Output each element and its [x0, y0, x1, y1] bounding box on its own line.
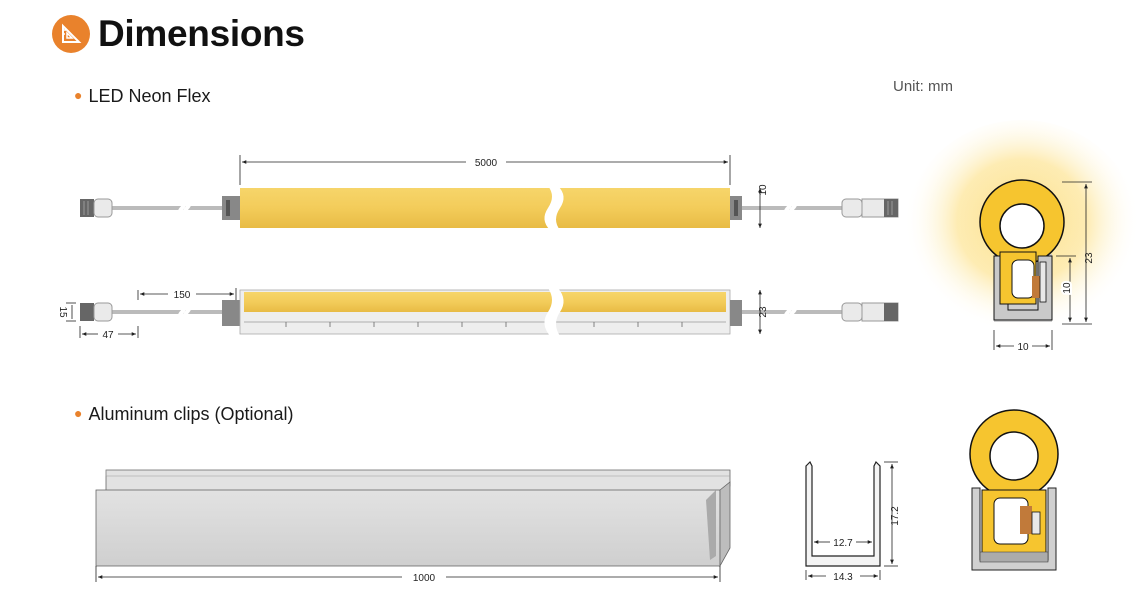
dim-strip-length: 5000: [475, 158, 498, 169]
neon-profile-cross-section: 23 10 10: [904, 120, 1140, 353]
dim-clip-length: 1000: [413, 573, 436, 584]
dim-strip-height: 10: [758, 184, 769, 196]
dim-profile-height: 23: [1084, 252, 1095, 264]
left-connector-icon: [80, 198, 113, 218]
unit-label: Unit: mm: [893, 78, 953, 95]
dim-connector-length: 47: [102, 330, 114, 341]
dim-profile-inner-height: 10: [1062, 282, 1073, 294]
section-label: LED Neon Flex: [88, 86, 211, 106]
right-connector-icon: [841, 198, 899, 218]
section-led-neon-flex: ● LED Neon Flex: [74, 86, 211, 107]
aluminum-clip-3d: 1000: [95, 469, 731, 584]
dim-clip-height: 17.2: [890, 506, 901, 526]
dim-connector-height: 15: [57, 306, 68, 318]
dim-clip-outer-width: 14.3: [833, 572, 853, 583]
ruler-triangle-icon: [52, 15, 90, 53]
strip-body: [240, 188, 730, 228]
dim-lead-length: 150: [174, 290, 191, 301]
left-end-cap: [222, 196, 240, 220]
neon-strip-top-view: 5000 10: [80, 155, 899, 230]
section-label: Aluminum clips (Optional): [88, 404, 294, 424]
bullet-dot: ●: [74, 87, 83, 103]
bullet-dot: ●: [74, 405, 83, 421]
left-connector-icon: [80, 302, 113, 322]
page-header: Dimensions: [52, 12, 305, 56]
dim-profile-width: 10: [1017, 342, 1029, 353]
section-aluminum-clips: ● Aluminum clips (Optional): [74, 404, 294, 425]
neon-strip-side-view: 150 47 15 23: [57, 288, 899, 341]
page-title: Dimensions: [98, 13, 305, 54]
aluminum-clip-cross-section: 12.7 14.3 17.2: [805, 460, 901, 583]
right-connector-icon: [841, 302, 899, 322]
dim-clip-inner-width: 12.7: [833, 538, 853, 549]
dim-side-height: 23: [758, 306, 769, 318]
neon-in-clip-cross-section: [969, 409, 1059, 571]
